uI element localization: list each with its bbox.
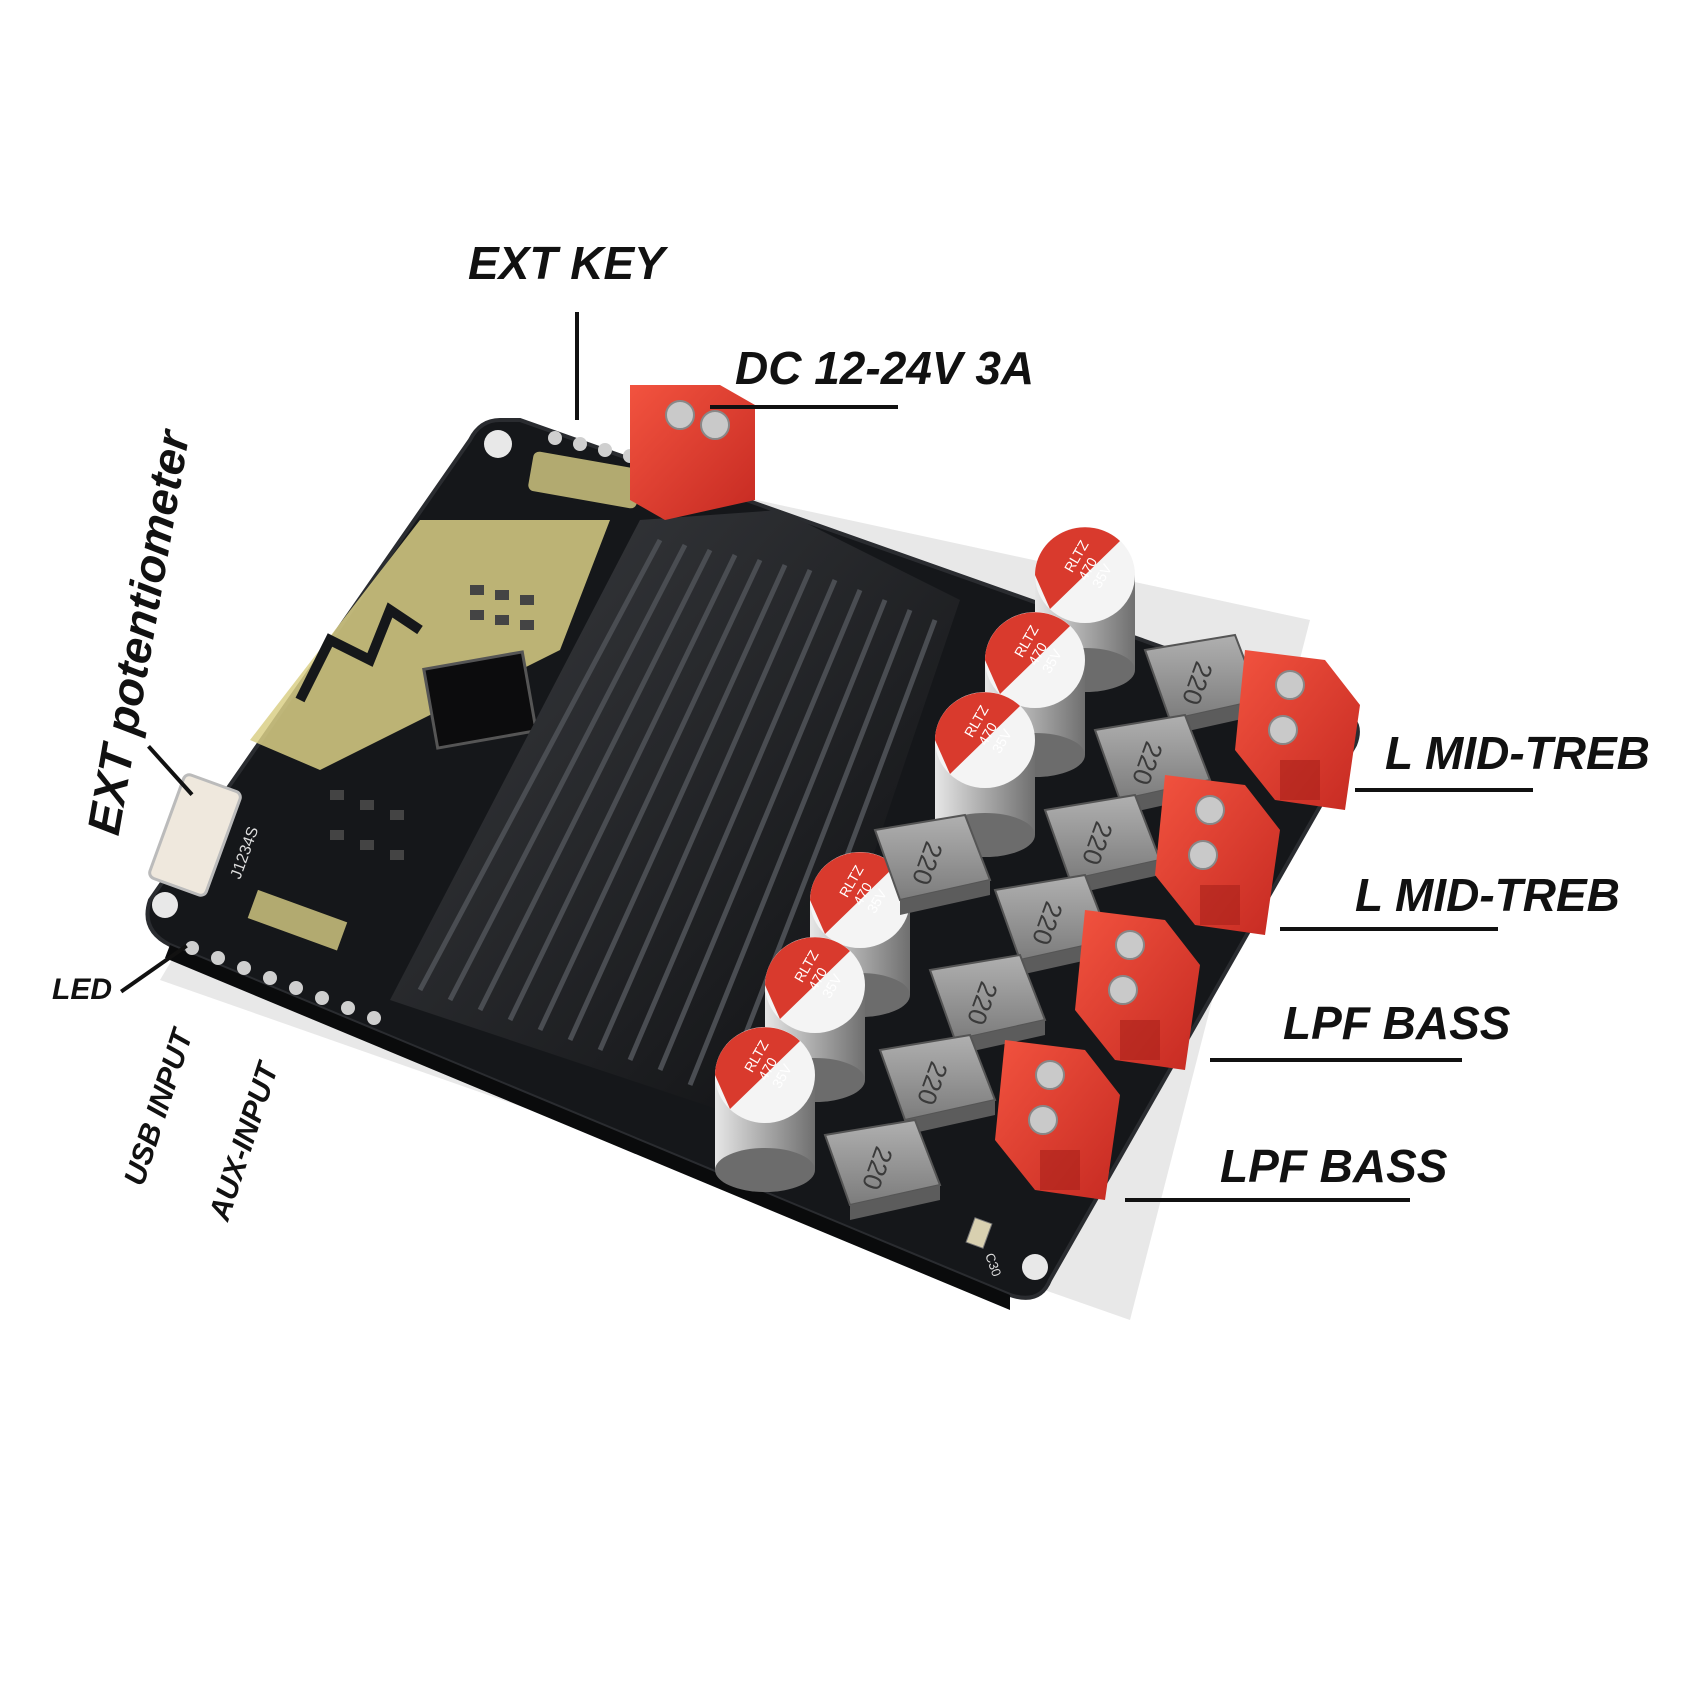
- l-mid-treb-2-label: L MID-TREB: [1355, 869, 1620, 921]
- dc-power-label: DC 12-24V 3A: [735, 342, 1035, 394]
- ext-key-label: EXT KEY: [468, 237, 665, 289]
- speaker-output-terminal: [995, 1040, 1120, 1200]
- dc-power-leader: [710, 405, 898, 409]
- lpf-bass-2-label: LPF BASS: [1220, 1140, 1448, 1192]
- mounting-hole: [484, 430, 512, 458]
- dc-power-terminal: [630, 385, 755, 520]
- ext-key-leader: [575, 312, 579, 420]
- ic-chip: [422, 650, 538, 750]
- input-header-pads: [185, 941, 381, 1025]
- smd-capacitor: [965, 1217, 993, 1249]
- mounting-hole: [1022, 1254, 1048, 1280]
- lpf-bass-2-leader: [1125, 1198, 1410, 1202]
- inductor: 220: [928, 953, 1047, 1055]
- inductor: 220: [1143, 633, 1262, 735]
- speaker-output-terminal: [1155, 775, 1280, 935]
- lpf-bass-1-label: LPF BASS: [1283, 997, 1511, 1049]
- smd-components: [330, 585, 534, 860]
- antenna-trace: [295, 602, 423, 703]
- lpf-bass-1-leader: [1210, 1058, 1462, 1062]
- mounting-hole: [152, 892, 178, 918]
- inductor: 220: [873, 813, 992, 915]
- led-label: LED: [52, 973, 112, 1006]
- speaker-output-terminal: [1235, 650, 1360, 810]
- inductor: 220: [823, 1118, 942, 1220]
- pin-label-area: [247, 889, 348, 951]
- pcb-edge: [165, 945, 1010, 1310]
- l-mid-treb-2-leader: [1280, 927, 1498, 931]
- l-mid-treb-1-leader: [1355, 788, 1533, 792]
- potentiometer-connector: [148, 773, 242, 897]
- inductor: 220: [878, 1033, 997, 1135]
- speaker-output-terminal: [1075, 910, 1200, 1070]
- l-mid-treb-1-label: L MID-TREB: [1385, 727, 1650, 779]
- antenna-pad: [250, 520, 610, 770]
- antenna-strip: [528, 451, 642, 509]
